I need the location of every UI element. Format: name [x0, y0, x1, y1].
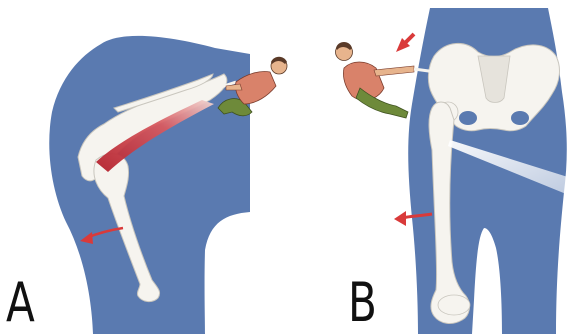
- direction-arrow-b-top: [396, 34, 414, 52]
- panel-a: [49, 36, 287, 334]
- climber-figure-b: [336, 42, 415, 118]
- panel-label-a: A: [6, 276, 35, 330]
- panel-label-b: B: [348, 276, 377, 330]
- kneecap-b: [438, 295, 470, 315]
